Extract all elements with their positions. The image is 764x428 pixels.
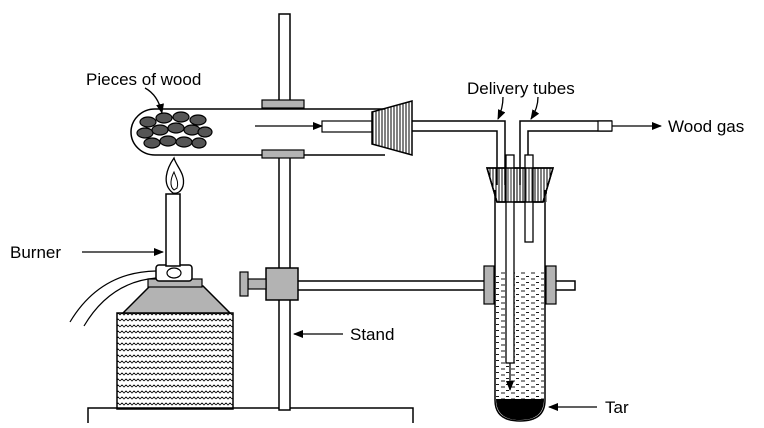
label-stand: Stand [350, 325, 394, 344]
horizontal-stopper [321, 100, 413, 156]
boss-head [239, 267, 299, 301]
delivery-tube-1 [412, 120, 506, 185]
gas-hose [69, 270, 157, 327]
wood-pieces [136, 111, 213, 149]
tube-clamp-vertical [483, 265, 557, 305]
base-platform [87, 407, 414, 428]
heating-block [116, 312, 234, 410]
label-tar: Tar [605, 398, 629, 417]
label-pieces-of-wood: Pieces of wood [86, 70, 201, 89]
label-delivery-tubes: Delivery tubes [467, 79, 575, 98]
inner-tubes [485, 154, 555, 391]
wood-pointer [144, 87, 164, 114]
collection-test-tube [494, 190, 546, 422]
label-wood-gas: Wood gas [668, 117, 744, 136]
label-burner: Burner [10, 243, 61, 262]
delivery-pointer-right [530, 96, 540, 120]
burner [121, 193, 232, 314]
flame-icon [165, 156, 185, 194]
delivery-pointer-left [497, 96, 506, 120]
tube-clamp [261, 99, 305, 159]
annotations [82, 87, 662, 411]
stand-rod [278, 13, 291, 411]
tar-layer [496, 399, 544, 420]
